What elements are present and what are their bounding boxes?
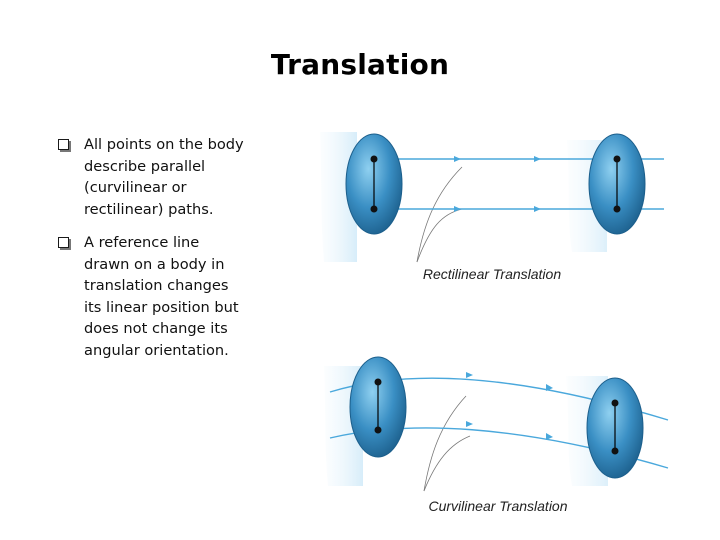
- arrowhead-icon: [546, 433, 553, 440]
- rectilinear-figure: Rectilinear Translation: [312, 112, 672, 292]
- guide-curve: [416, 166, 463, 263]
- bullet-item-1: All points on the body describe parallel…: [58, 134, 248, 220]
- slide-title: Translation: [270, 48, 450, 81]
- curvilinear-figure: Curvilinear Translation: [318, 336, 678, 522]
- point-b: [611, 447, 619, 455]
- arrowhead-icon: [534, 206, 541, 212]
- point-a: [370, 155, 378, 163]
- bullet-list: All points on the body describe parallel…: [58, 134, 248, 373]
- figure-caption-rectilinear: Rectilinear Translation: [422, 266, 562, 282]
- point-a: [613, 155, 621, 163]
- point-b: [370, 205, 378, 213]
- figure-caption-curvilinear: Curvilinear Translation: [428, 498, 568, 514]
- arrowhead-icon: [454, 156, 461, 162]
- guide-curve: [423, 395, 467, 492]
- arrowhead-icon: [466, 421, 473, 427]
- arrowhead-icon: [454, 206, 461, 212]
- bullet-text-1: All points on the body describe parallel…: [84, 136, 244, 218]
- point-a: [611, 399, 619, 407]
- arrowhead-icon: [546, 384, 553, 391]
- checkbox-bullet-icon: [58, 237, 69, 248]
- point-a: [374, 378, 382, 386]
- checkbox-bullet-icon: [58, 139, 69, 150]
- arrowhead-icon: [466, 372, 473, 378]
- point-b: [374, 426, 382, 434]
- bullet-item-2: A reference line drawn on a body in tran…: [58, 232, 248, 361]
- curvilinear-diagram: [324, 356, 669, 492]
- guide-curve: [416, 208, 463, 263]
- arrowhead-icon: [534, 156, 541, 162]
- rectilinear-diagram: [320, 132, 664, 263]
- point-b: [613, 205, 621, 213]
- guide-curve: [423, 435, 471, 492]
- bullet-text-2: A reference line drawn on a body in tran…: [84, 234, 239, 359]
